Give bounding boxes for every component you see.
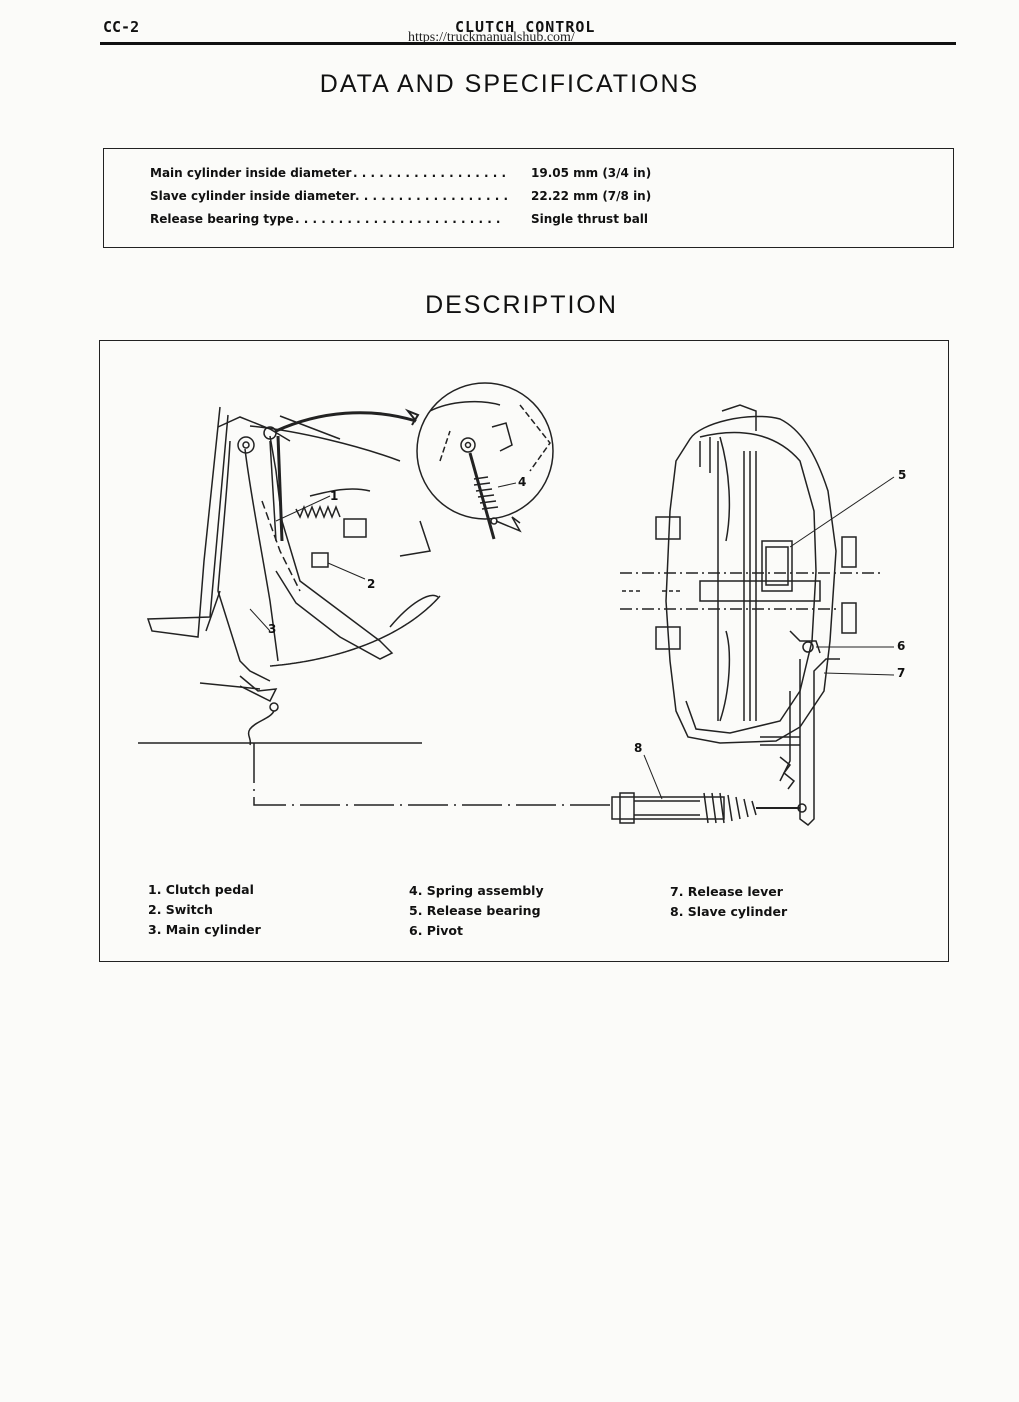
spec-label: Release bearing type — [150, 212, 294, 226]
clutch-control-diagram — [138, 382, 895, 826]
slave-cylinder-drawing — [611, 792, 807, 824]
spec-value: 19.05 mm (3/4 in) — [531, 166, 652, 180]
callout-3: 3 — [268, 622, 277, 636]
description-heading: DESCRIPTION — [425, 291, 618, 319]
legend-item: 5. Release bearing — [409, 903, 541, 918]
callout-5: 5 — [898, 468, 907, 482]
specs-heading: DATA AND SPECIFICATIONS — [319, 70, 700, 98]
legend-item: 2. Switch — [148, 902, 213, 917]
callout-1: 1 — [330, 489, 339, 503]
description-box: 1 2 3 4 5 6 7 8 1. Clutch pedal 2. Switc… — [99, 340, 949, 962]
spec-label: Main cylinder inside diameter — [150, 166, 352, 180]
spec-row: . . . . . . . . . . . . . . . . . . Main… — [150, 166, 850, 184]
legend-item: 1. Clutch pedal — [148, 882, 254, 897]
callout-7: 7 — [897, 666, 906, 680]
callout-leaders — [249, 476, 895, 800]
spec-row: . . . . . . . . . . . . . . . . . . Slav… — [150, 189, 850, 207]
callout-6: 6 — [897, 639, 906, 653]
legend-item: 6. Pivot — [409, 923, 463, 938]
callout-4: 4 — [518, 475, 527, 489]
legend-item: 7. Release lever — [670, 884, 783, 899]
legend-item: 3. Main cylinder — [148, 922, 261, 937]
source-url[interactable]: https://truckmanualshub.com/ — [408, 30, 575, 45]
spec-dots: . . . . . . . . . . . . . . . . . . — [353, 166, 507, 180]
callout-2: 2 — [367, 577, 376, 591]
legend-item: 4. Spring assembly — [409, 883, 544, 898]
clutch-pedal-drawing — [146, 406, 441, 746]
spec-label: Slave cylinder inside diameter — [150, 189, 356, 203]
spec-value: 22.22 mm (7/8 in) — [531, 189, 652, 203]
spec-row: . . . . . . . . . . . . . . . . . . . . … — [150, 212, 850, 230]
section-title: CLUTCH CONTROL — [455, 18, 596, 36]
clutch-housing-drawing — [620, 404, 880, 826]
page-code: CC-2 — [103, 18, 140, 36]
spec-dots: . . . . . . . . . . . . . . . . . . . . … — [295, 212, 501, 226]
spring-assembly-detail — [275, 382, 554, 557]
spec-dots: . . . . . . . . . . . . . . . . . . — [355, 189, 509, 203]
hydraulic-line — [138, 742, 610, 806]
specs-box: . . . . . . . . . . . . . . . . . . Main… — [103, 148, 954, 248]
header-rule — [100, 42, 956, 45]
callout-8: 8 — [634, 741, 643, 755]
legend-item: 8. Slave cylinder — [670, 904, 788, 919]
spec-value: Single thrust ball — [531, 212, 649, 226]
